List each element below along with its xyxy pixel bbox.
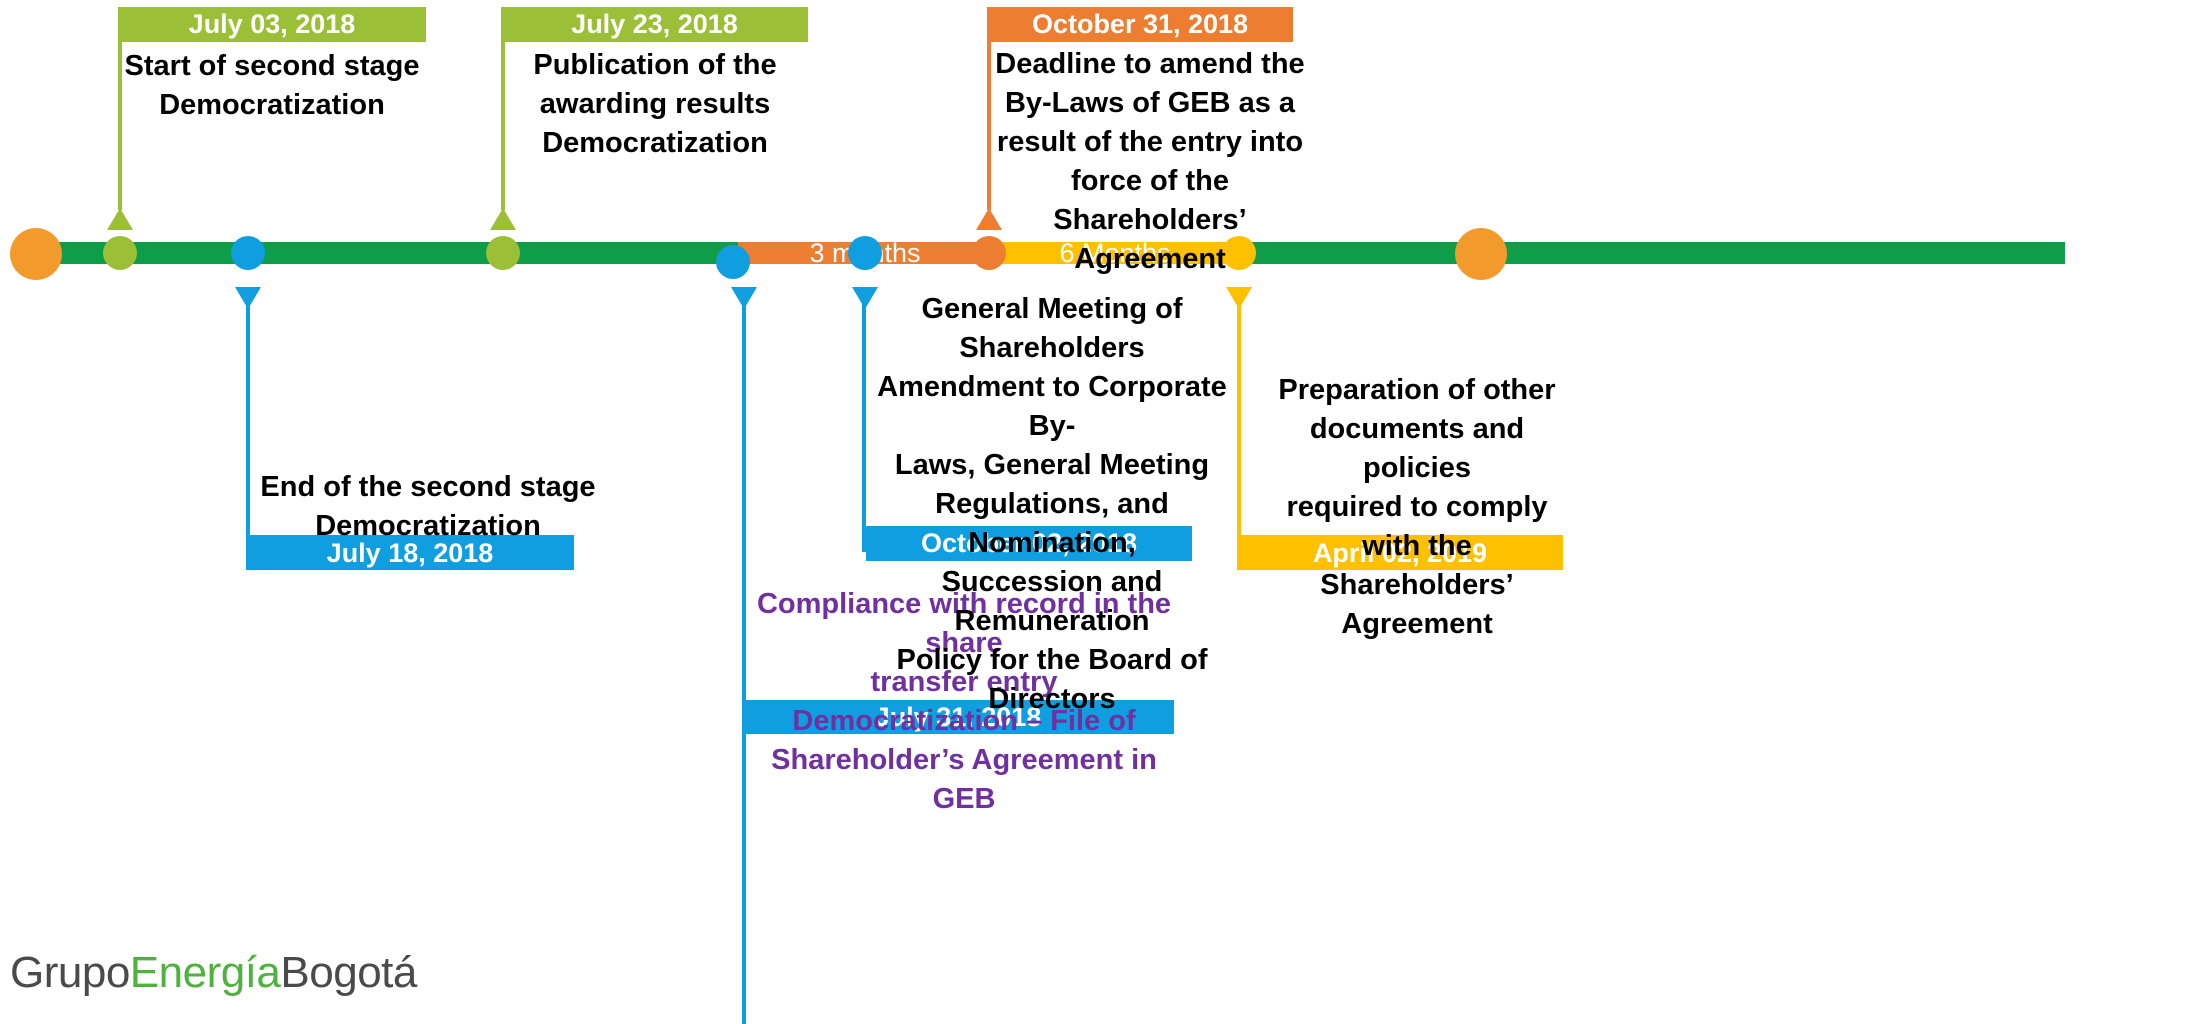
event-description-compliance-record: Compliance with record in the share tran…	[756, 588, 1172, 815]
timeline-end-dot	[1455, 228, 1507, 280]
milestone-dot-july-18	[231, 236, 265, 270]
logo-word-grupo: Grupo	[10, 948, 130, 997]
grupo-energia-bogota-logo: GrupoEnergíaBogotá	[10, 948, 417, 998]
connector-april-02	[1237, 300, 1241, 562]
logo-word-energia: Energía	[129, 948, 281, 997]
marker-down-july-31	[731, 287, 757, 309]
period-bar-six-months	[990, 242, 1240, 264]
connector-october-02	[862, 300, 866, 552]
date-label-october-31: October 31, 2018	[1031, 9, 1249, 39]
logo-word-bogota: Bogotá	[280, 948, 417, 997]
milestone-dot-october-02	[848, 236, 882, 270]
connector-july-18	[246, 300, 250, 562]
date-bar-july-18	[246, 535, 574, 570]
marker-up-july-03	[107, 208, 133, 230]
timeline-start-dot	[10, 228, 62, 280]
date-label-july-03: July 03, 2018	[188, 9, 356, 39]
event-description-end-second-stage: End of the second stage Democratization	[260, 471, 596, 542]
date-label-october-02: October 02, 2018	[920, 528, 1138, 558]
date-bar-october-31	[987, 7, 1293, 42]
connector-july-31	[742, 300, 746, 1024]
event-description-general-meeting: General Meeting of Shareholders Amendmen…	[877, 293, 1227, 715]
marker-down-july-18	[235, 287, 261, 309]
date-bar-july-23	[501, 7, 808, 42]
period-label-six-months: 6 Months	[1059, 238, 1171, 268]
connector-october-31	[987, 8, 991, 210]
event-description-deadline-amend: Deadline to amend the By-Laws of GEB as …	[995, 48, 1305, 275]
date-label-july-23: July 23, 2018	[571, 9, 738, 39]
milestone-dot-july-23	[486, 236, 520, 270]
date-label-july-18: July 18, 2018	[326, 538, 494, 568]
marker-up-july-23	[490, 208, 516, 230]
event-description-publication-results: Publication of the awarding results Demo…	[533, 49, 777, 159]
marker-down-april-02	[1226, 287, 1252, 309]
event-description-preparation-docs: Preparation of other documents and polic…	[1278, 374, 1556, 640]
milestone-dot-july-31	[716, 245, 750, 279]
date-bar-april-02	[1237, 535, 1563, 570]
date-label-april-02: April 02, 2019	[1312, 538, 1488, 568]
connector-july-03	[118, 8, 122, 210]
marker-down-october-02	[852, 287, 878, 309]
connector-july-23	[501, 8, 505, 210]
date-bar-july-31	[742, 700, 1174, 734]
date-bar-october-02	[866, 526, 1192, 561]
marker-up-october-31	[976, 208, 1002, 230]
milestone-dot-october-31	[972, 236, 1006, 270]
event-description-start-second-stage: Start of second stage Democratization	[124, 50, 420, 121]
date-bar-july-03	[118, 7, 426, 42]
date-label-july-31: July 31, 2018	[874, 702, 1042, 732]
milestone-dot-july-03	[103, 236, 137, 270]
milestone-dot-april-02	[1222, 236, 1256, 270]
